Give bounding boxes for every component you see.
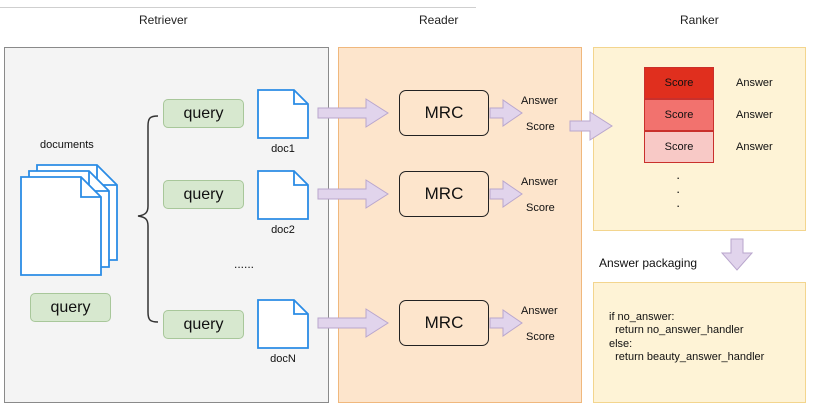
arrow-mrc3-to-output — [489, 309, 523, 337]
query-box-1: query — [163, 99, 244, 128]
curly-bracket — [137, 115, 159, 323]
ranker-dot-3: · — [676, 198, 681, 213]
ranker-score-cell-1: Score — [644, 67, 714, 99]
arrow-doc1-to-mrc — [317, 98, 389, 128]
doc2-label: doc2 — [271, 224, 295, 236]
ranker-dot-2: · — [676, 184, 681, 199]
docN-label: docN — [270, 353, 296, 365]
query-box-2: query — [163, 180, 244, 209]
code-line-2: return no_answer_handler — [609, 324, 744, 336]
ranker-answer-1: Answer — [736, 77, 773, 89]
arrow-mrc2-to-output — [489, 180, 523, 208]
ranker-dot-1: · — [676, 170, 681, 185]
arrow-doc2-to-mrc — [317, 179, 389, 209]
ranker-answer-2: Answer — [736, 109, 773, 121]
answer-label-2: Answer — [521, 176, 558, 188]
documents-stack-icon — [20, 164, 118, 276]
answer-label-1: Answer — [521, 95, 558, 107]
documents-label: documents — [40, 139, 94, 151]
ranker-title: Ranker — [680, 13, 719, 27]
top-divider — [0, 7, 476, 8]
ranker-score-cell-3: Score — [644, 131, 714, 163]
arrow-mrc1-to-output — [489, 99, 523, 127]
score-label-3: Score — [526, 331, 555, 343]
answer-packaging-label: Answer packaging — [599, 256, 698, 270]
ranker-score-cell-2: Score — [644, 99, 714, 131]
doc1-icon — [257, 89, 309, 139]
code-line-1: if no_answer: — [609, 311, 675, 323]
mrc-box-1: MRC — [399, 90, 489, 136]
arrow-docN-to-mrc — [317, 308, 389, 338]
code-line-3: else: — [609, 338, 633, 350]
code-line-4: return beauty_answer_handler — [609, 351, 765, 363]
mrc-box-2: MRC — [399, 171, 489, 217]
query-box-n: query — [163, 310, 244, 339]
ellipsis: ...... — [234, 257, 255, 271]
retriever-title: Retriever — [139, 13, 188, 27]
ranker-answer-3: Answer — [736, 141, 773, 153]
reader-title: Reader — [419, 13, 459, 27]
main-query-box: query — [30, 293, 111, 322]
arrow-ranker-to-packaging — [720, 238, 754, 271]
score-label-1: Score — [526, 121, 555, 133]
doc1-label: doc1 — [271, 143, 295, 155]
doc2-icon — [257, 170, 309, 220]
answer-label-3: Answer — [521, 305, 558, 317]
packaging-panel — [593, 282, 806, 403]
score-label-2: Score — [526, 202, 555, 214]
docN-icon — [257, 299, 309, 349]
arrow-reader-to-ranker — [569, 111, 613, 141]
mrc-box-3: MRC — [399, 300, 489, 346]
